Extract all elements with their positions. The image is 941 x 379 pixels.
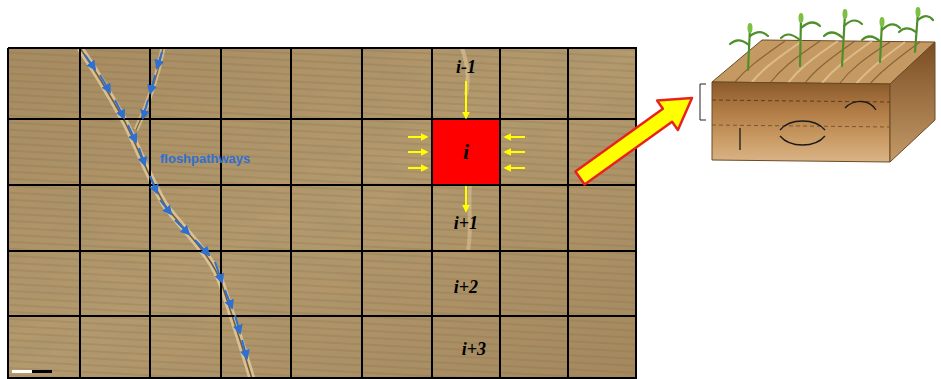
target-cell: i: [433, 120, 499, 184]
flow-arrow: [465, 186, 467, 211]
cell-index: i+2: [454, 278, 478, 298]
cell-label-box: i-1: [453, 57, 479, 79]
cell-label-box: i+1: [451, 213, 481, 235]
cell-index: i-1: [456, 58, 476, 78]
cell-label-box: i+2: [451, 277, 481, 299]
cell-label-box: i+3: [459, 339, 489, 361]
cell-index: i: [463, 139, 469, 165]
pathway-label: floshpathways: [160, 151, 250, 166]
cell-index: i+1: [454, 214, 478, 234]
flow-arrow: [465, 81, 467, 118]
cell-index: i+3: [462, 340, 486, 360]
